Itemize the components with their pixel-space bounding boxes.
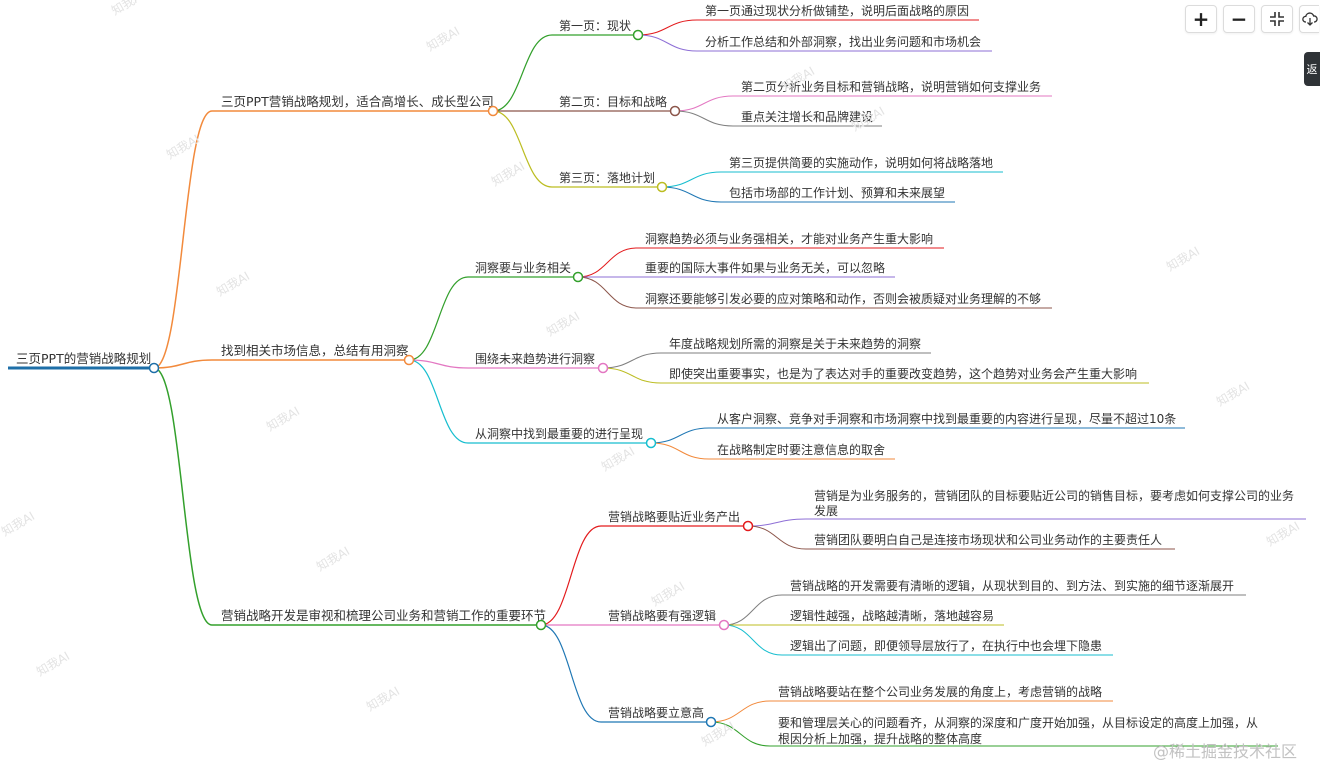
- collapse-node-toggle[interactable]: [535, 619, 547, 631]
- collapse-node-toggle[interactable]: [487, 105, 499, 117]
- subtopic: 第二页：目标和战略: [559, 94, 667, 109]
- subtopic-connector: [540, 525, 602, 626]
- leaf-topic: 逻辑出了问题，即便领导层放行了，在执行中也会埋下隐患: [790, 638, 1102, 653]
- leaf-topic: 年度战略规划所需的洞察是关于未来趋势的洞察: [669, 336, 921, 351]
- leaf-topic: 第一页通过现状分析做铺垫，说明后面战略的原因: [705, 3, 969, 18]
- collapse-node-toggle[interactable]: [718, 619, 730, 631]
- side-tab-label: 返: [1306, 63, 1318, 76]
- leaf-connector: [747, 525, 807, 550]
- leaf-connector: [637, 19, 698, 36]
- collapse-node-toggle[interactable]: [669, 105, 681, 117]
- leaf-topic-line2: 发展: [814, 503, 838, 518]
- collapse-node-toggle[interactable]: [656, 181, 668, 193]
- leaf-topic: 第二页分析业务目标和营销战略，说明营销如何支撑业务: [741, 79, 1041, 94]
- branch-topic: 营销战略开发是审视和梳理公司业务和营销工作的重要环节: [221, 608, 546, 623]
- root-topic: 三页PPT的营销战略规划: [16, 351, 151, 366]
- subtopic: 围绕未来趋势进行洞察: [475, 352, 595, 366]
- fit-view-button[interactable]: [1261, 5, 1293, 33]
- leaf-topic: 营销是为业务服务的，营销团队的目标要贴近公司的销售目标，要考虑如何支撑公司的业务: [814, 488, 1294, 503]
- collapse-node-toggle[interactable]: [597, 362, 609, 374]
- leaf-topic: 营销团队要明白自己是连接市场现状和公司业务动作的主要责任人: [814, 532, 1162, 547]
- leaf-connector: [602, 367, 662, 384]
- subtopic: 营销战略要立意高: [608, 705, 704, 720]
- branch-connector: [153, 367, 213, 626]
- leaf-connector: [723, 624, 783, 656]
- leaf-topic: 营销战略的开发需要有清晰的逻辑，从现状到目的、到方法、到实施的细节逐渐展开: [790, 578, 1234, 593]
- leaf-connector: [710, 721, 771, 747]
- leaf-topic: 在战略制定时要注意信息的取舍: [717, 442, 885, 457]
- zoom-out-button[interactable]: −: [1223, 5, 1255, 33]
- leaf-connector: [674, 110, 734, 127]
- leaf-connector: [661, 171, 722, 188]
- collapse-node-toggle[interactable]: [742, 520, 754, 532]
- leaf-topic: 洞察还要能够引发必要的应对策略和动作，否则会被质疑对业务理解的不够: [645, 291, 1041, 306]
- minus-icon: −: [1230, 7, 1248, 31]
- leaf-connector: [723, 594, 783, 626]
- branch-topic: 找到相关市场信息，总结有用洞察: [221, 343, 409, 358]
- subtopic: 第三页：落地计划: [559, 171, 655, 185]
- subtopic: 第一页：现状: [559, 19, 631, 33]
- subtopic-connector: [492, 34, 553, 112]
- leaf-topic: 逻辑性越强，战略越清晰，落地越容易: [790, 608, 994, 623]
- leaf-connector: [602, 352, 662, 369]
- collapse-node-toggle[interactable]: [148, 362, 160, 374]
- branch-topic: 三页PPT营销战略规划，适合高增长、成长型公司: [221, 94, 494, 109]
- leaf-connector: [577, 247, 638, 278]
- subtopic-connector: [408, 359, 469, 369]
- leaf-topic: 从客户洞察、竞争对手洞察和市场洞察中找到最重要的内容进行呈现，尽量不超过10条: [717, 411, 1176, 426]
- leaf-topic: 重要的国际大事件如果与业务无关，可以忽略: [645, 260, 885, 275]
- leaf-connector: [747, 518, 807, 527]
- leaf-topic: 第三页提供简要的实施动作，说明如何将战略落地: [729, 155, 993, 170]
- leaf-connector: [650, 427, 710, 444]
- collapse-node-toggle[interactable]: [403, 354, 415, 366]
- branch-connector: [153, 110, 213, 369]
- footer-credit: @稀土掘金技术社区: [1153, 742, 1298, 761]
- subtopic: 营销战略要有强逻辑: [608, 608, 716, 623]
- collapse-node-toggle[interactable]: [632, 29, 644, 41]
- leaf-topic: 即使突出重要事实，也是为了表达对手的重要改变趋势，这个趋势对业务会产生重大影响: [669, 366, 1137, 381]
- map-toolbar: + −: [1185, 5, 1319, 33]
- branch-connector: [153, 359, 213, 369]
- download-button[interactable]: [1299, 5, 1319, 33]
- plus-icon: +: [1192, 7, 1210, 31]
- leaf-connector: [710, 700, 771, 723]
- leaf-topic: 包括市场部的工作计划、预算和未来展望: [729, 185, 945, 200]
- subtopic: 洞察要与业务相关: [475, 260, 571, 275]
- collapse-node-toggle[interactable]: [645, 437, 657, 449]
- subtopic-connector: [540, 624, 602, 723]
- leaf-connector: [637, 34, 698, 52]
- leaf-topic: 分析工作总结和外部洞察，找出业务问题和市场机会: [705, 34, 981, 49]
- subtopic-connector: [492, 110, 553, 188]
- leaf-connector: [674, 95, 734, 112]
- subtopic-connector: [408, 276, 469, 361]
- leaf-topic: 重点关注增长和品牌建设: [741, 109, 873, 124]
- collapse-node-toggle[interactable]: [572, 271, 584, 283]
- side-panel-tab[interactable]: 返: [1304, 52, 1320, 86]
- subtopic-connector: [408, 359, 469, 444]
- subtopic: 从洞察中找到最重要的进行呈现: [475, 426, 643, 441]
- cloud-download-icon: [1301, 12, 1318, 26]
- leaf-topic: 营销战略要站在整个公司业务发展的角度上，考虑营销的战略: [778, 684, 1102, 699]
- leaf-topic: 洞察趋势必须与业务强相关，才能对业务产生重大影响: [645, 231, 933, 246]
- subtopic: 营销战略要贴近业务产出: [608, 509, 740, 524]
- leaf-connector: [577, 276, 638, 309]
- leaf-connector: [661, 186, 722, 203]
- leaf-topic: 要和管理层关心的问题看齐，从洞察的深度和广度开始加强，从目标设定的高度上加强，从: [778, 715, 1258, 730]
- collapse-node-toggle[interactable]: [705, 716, 717, 728]
- collapse-icon: [1270, 12, 1284, 26]
- leaf-topic-line2: 根因分析上加强，提升战略的整体高度: [778, 731, 982, 746]
- leaf-connector: [650, 442, 710, 460]
- zoom-in-button[interactable]: +: [1185, 5, 1217, 33]
